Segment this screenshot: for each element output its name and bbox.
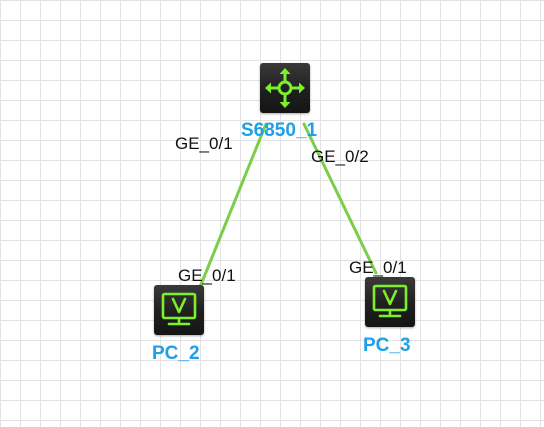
port-label-pc-3-ge-0-1: GE_0/1 [349, 258, 407, 277]
device-label-pc-3: PC_3 [363, 335, 411, 356]
link-s6850-1-pc-3[interactable] [302, 122, 378, 275]
switch-icon [265, 68, 305, 108]
device-label-s6850-1: S6850_1 [241, 120, 318, 141]
port-label-pc-2-ge-0-1: GE_0/1 [178, 266, 236, 285]
monitor-icon [161, 292, 197, 326]
pc-node-pc-2[interactable] [154, 285, 204, 335]
pc-node-pc-3[interactable] [365, 277, 415, 327]
link-s6850-1-pc-2[interactable] [198, 122, 268, 289]
switch-node-s6850-1[interactable] [260, 63, 310, 113]
port-label-s6850-1-ge-0-2: GE_0/2 [311, 147, 369, 166]
monitor-icon [372, 284, 408, 318]
port-label-s6850-1-ge-0-1: GE_0/1 [175, 134, 233, 153]
device-label-pc-2: PC_2 [152, 343, 200, 364]
